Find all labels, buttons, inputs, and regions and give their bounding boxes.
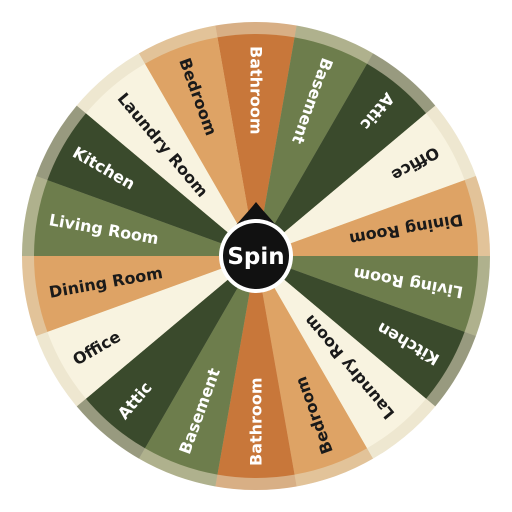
wheel-segment[interactable]: [85, 256, 256, 449]
wheel-segment-label: Bathroom: [247, 377, 266, 466]
wheel-segment[interactable]: [47, 256, 256, 399]
wheel-segment[interactable]: [85, 63, 256, 257]
wheel-segment[interactable]: [256, 63, 427, 257]
wheel-segment[interactable]: [47, 113, 256, 256]
spin-button[interactable]: Spin: [219, 202, 293, 293]
wheel-segment[interactable]: [256, 37, 367, 256]
wheel-segment[interactable]: [256, 256, 478, 332]
wheel-segment[interactable]: [256, 180, 478, 256]
spin-button-face: [223, 223, 289, 289]
wheel-segment[interactable]: [217, 256, 295, 478]
wheel-segment[interactable]: [145, 256, 256, 475]
wheel-segment[interactable]: [34, 180, 256, 256]
wheel-segment[interactable]: [145, 37, 256, 256]
wheel-segments[interactable]: [34, 34, 478, 478]
wheel-segment[interactable]: [256, 256, 367, 475]
wheel-segment[interactable]: [217, 34, 295, 257]
wheel-segment[interactable]: [256, 256, 465, 399]
wheel-segment-label: Bathroom: [247, 46, 266, 135]
spin-button-label: Spin: [227, 244, 284, 270]
wheel-segment[interactable]: [256, 256, 427, 449]
wheel-segment[interactable]: [34, 256, 256, 332]
wheel-segment[interactable]: [256, 113, 465, 256]
